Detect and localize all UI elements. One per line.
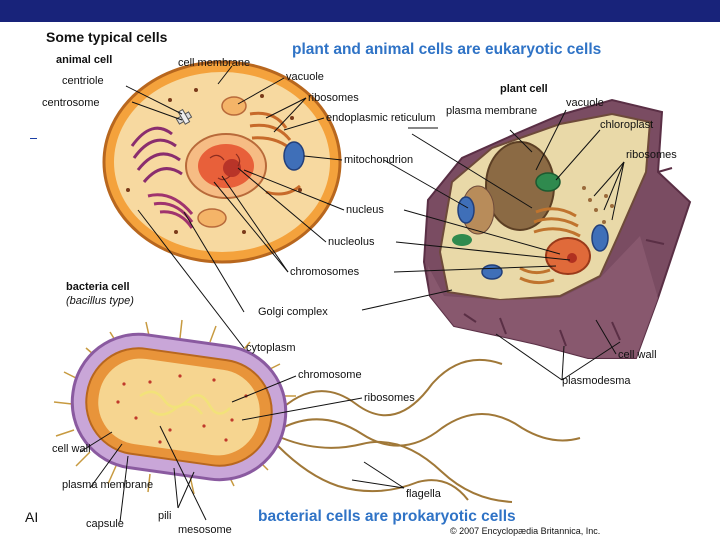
label-ribosomes-bacteria: ribosomes <box>364 392 415 404</box>
copyright-notice: © 2007 Encyclopædia Britannica, Inc. <box>450 526 600 536</box>
label-cell-wall-plant: cell wall <box>618 349 657 361</box>
label-er-line-1: endoplasmic reticulum <box>326 112 435 124</box>
label-cell-wall-bacteria: cell wall <box>52 443 91 455</box>
label-capsule: capsule <box>86 518 124 530</box>
label-cytoplasm: cytoplasm <box>246 342 296 354</box>
figure-title: Some typical cells <box>46 29 168 45</box>
label-flagella: flagella <box>406 488 442 500</box>
label-mitochondrion: mitochondrion <box>344 154 413 166</box>
label-chromosome: chromosome <box>298 369 362 381</box>
label-chloroplast: chloroplast <box>600 119 653 131</box>
footer-text: AI <box>25 509 38 525</box>
bacteria-cell-subtitle: (bacillus type) <box>66 295 134 307</box>
prokaryotic-headline: bacterial cells are prokaryotic cells <box>258 508 516 525</box>
label-centriole: centriole <box>62 75 104 87</box>
label-golgi-complex: Golgi complex <box>258 306 328 318</box>
animal-cell-title: animal cell <box>56 54 112 66</box>
label-chromosomes: chromosomes <box>290 266 360 278</box>
label-ribosomes-animal: ribosomes <box>308 92 359 104</box>
label-plasma-membrane-plant: plasma membrane <box>446 105 537 117</box>
animal-cell <box>104 62 340 262</box>
label-pili: pili <box>158 510 171 522</box>
label-mesosome: mesosome <box>178 524 232 536</box>
plant-cell <box>424 100 690 358</box>
label-vacuole-plant: vacuole <box>566 97 604 109</box>
label-nucleolus: nucleolus <box>328 236 375 248</box>
label-endoplasmic-reticulum: endoplasmic reticulum <box>326 112 435 124</box>
label-plasma-membrane-bacteria: plasma membrane <box>62 479 153 491</box>
label-ribosomes-plant: ribosomes <box>626 149 677 161</box>
label-centrosome: centrosome <box>42 97 99 109</box>
bacteria-cell <box>54 320 580 502</box>
label-vacuole-animal: vacuole <box>286 71 324 83</box>
bacteria-cell-title: bacteria cell <box>66 281 130 293</box>
plant-cell-title: plant cell <box>500 83 548 95</box>
eukaryotic-headline: plant and animal cells are eukaryotic ce… <box>292 41 601 58</box>
label-plasmodesma: plasmodesma <box>562 375 631 387</box>
label-cell-membrane: cell membrane <box>178 57 250 69</box>
label-nucleus: nucleus <box>346 204 384 216</box>
